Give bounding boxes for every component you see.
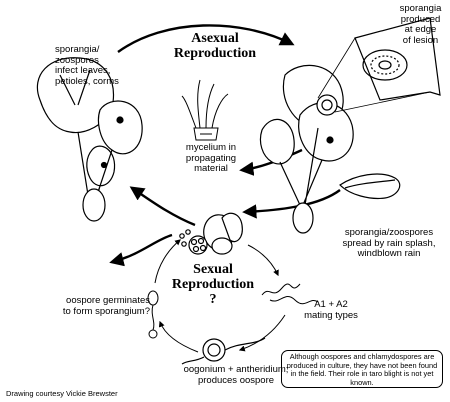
spore-cluster (179, 212, 243, 255)
propagating-material (181, 79, 229, 141)
arrow-oogonium-to-germ (158, 320, 199, 353)
note-box: Although oospores and chlamydospores are… (281, 350, 443, 388)
arrow-to-mating (247, 244, 279, 277)
arrow-germ-to-sporangia (154, 239, 181, 284)
germinates-label: oospore germinates to form sporangium? (62, 295, 150, 317)
magnify-lines (317, 37, 431, 113)
germinating-oospore (147, 290, 159, 339)
lesion-inset (354, 17, 441, 101)
oogonium-drawing (181, 337, 266, 365)
sexual-reproduction-title: Sexual Reproduction ? (171, 262, 255, 307)
arrow-to-lesion (117, 24, 295, 53)
rain-leaf (339, 173, 401, 200)
mating-hyphae (261, 283, 319, 305)
arrow-to-mycelium (239, 148, 303, 176)
arrow-spread-to-sexual (242, 189, 341, 219)
leaf-right-lower (259, 118, 295, 165)
leaf-left-3 (86, 145, 116, 187)
sexual-cycle-arrows (154, 239, 286, 353)
leaf-left-2 (97, 100, 143, 155)
drawing-credit: Drawing courtesy Vickie Brewster (6, 389, 118, 398)
asexual-reproduction-title: Asexual Reproduction (173, 31, 257, 61)
sporangium-3 (211, 237, 233, 255)
infect-label: sporangia/ zoospores infect leaves, peti… (55, 44, 119, 87)
corm-left (82, 188, 106, 222)
corm-right (292, 202, 314, 234)
mating-types-label: A1 + A2 mating types (304, 299, 358, 321)
oogonium-label: oogonium + antheridium; produces oospore (183, 364, 289, 386)
taro-plant-left (36, 57, 143, 222)
taro-plant-right (259, 17, 441, 234)
arrow-sexual-to-infect-2 (109, 233, 173, 267)
arrow-sexual-to-infect (129, 186, 196, 227)
mycelium-label: mycelium in propagating material (185, 142, 237, 174)
lesion-edge-label: sporangia produced at edge of lesion (399, 3, 442, 46)
spread-label: sporangia/zoospores spread by rain splas… (342, 227, 436, 259)
asexual-cycle-arrows (109, 24, 341, 267)
arrow-to-oogonium (238, 314, 286, 352)
sporangium-2 (221, 212, 243, 243)
